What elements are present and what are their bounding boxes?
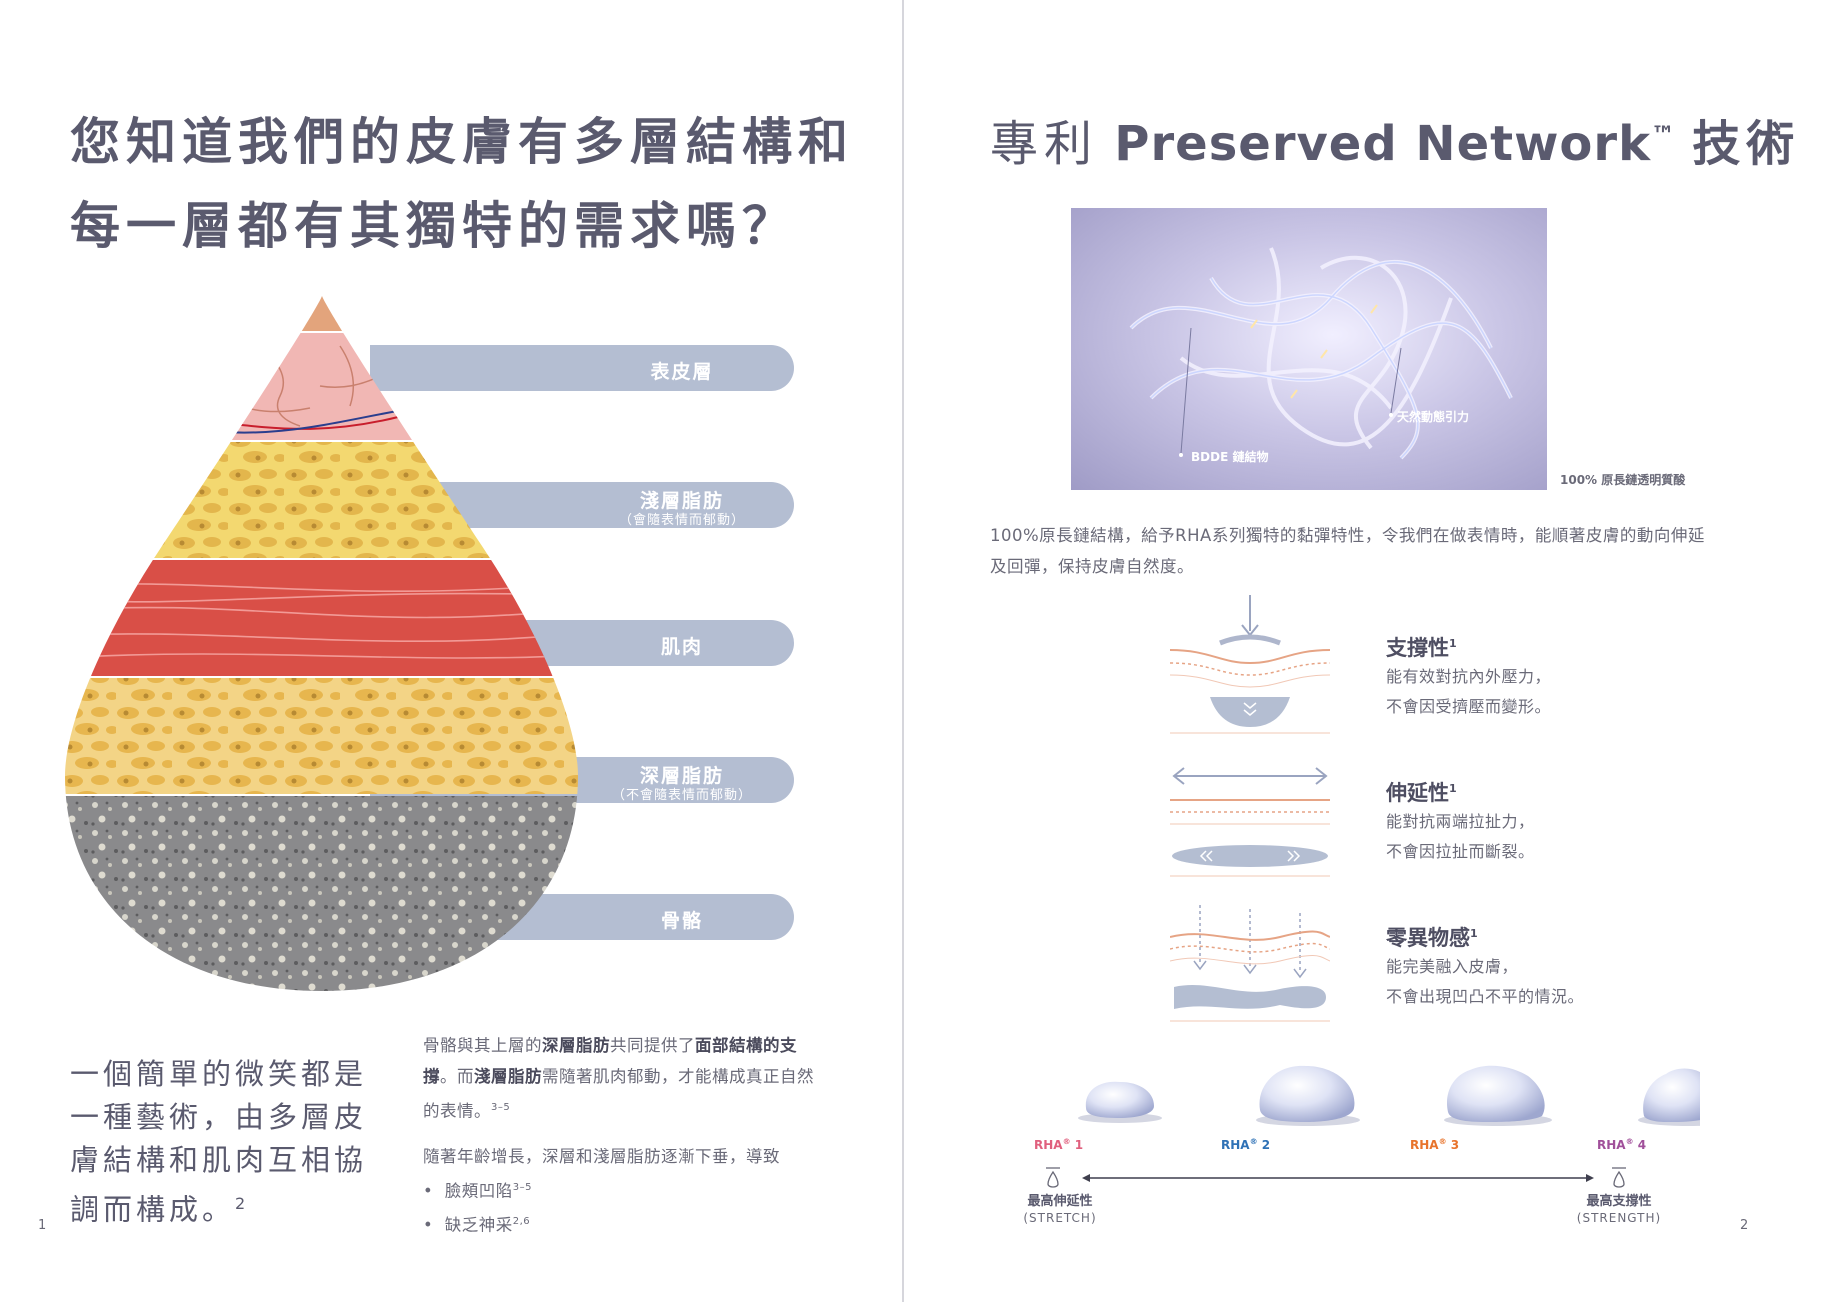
scale-right-label: 最高支撐性 (STRENGTH) [1576, 1194, 1662, 1225]
support-icon [1170, 595, 1330, 734]
title-line-2: 每一層都有其獨特的需求嗎？ [70, 197, 798, 255]
layer-sublabel-deep-fat: （不會隨表情而郁動） [611, 788, 752, 803]
product-label-rha1: RHA® 1 [1034, 1137, 1084, 1152]
layer-label-epidermis: 表皮層 [650, 361, 714, 383]
stretch-strength-scale [1046, 1167, 1626, 1188]
bullet-item: • 臉頰凹陷3–5 [423, 1181, 532, 1200]
title-cn2: 技術 [1692, 116, 1801, 172]
page-number-right: 2 [1740, 1218, 1749, 1233]
smile-quote: 一個簡單的微笑都是一種藝術，由多層皮膚結構和肌肉互相協調而構成。2 [70, 1057, 368, 1227]
trademark: ™ [1650, 121, 1676, 149]
feature-title-seamless: 零異物感1 [1386, 926, 1478, 950]
hyaluronic-network-image: BDDE 鏈結物 天然動態引力 [1071, 208, 1547, 490]
layer-label-superficial-fat: 淺層脂肪 [639, 490, 724, 512]
scale-left-label: 最高伸延性 (STRETCH) [1023, 1194, 1097, 1225]
gel-rha2 [1259, 1065, 1355, 1122]
gel-rha3 [1446, 1065, 1545, 1122]
seamless-icon [1170, 905, 1330, 1022]
layer-label-muscle: 肌肉 [660, 636, 703, 658]
image-caption: 100% 原長鏈透明質酸 [1560, 473, 1686, 487]
left-body-text: 骨骼與其上層的深層脂肪共同提供了面部結構的支撐。而淺層脂肪需隨著肌肉郁動，才能構… [423, 1030, 823, 1241]
title-line-1: 您知道我們的皮膚有多層結構和 [70, 113, 854, 171]
paragraph-aging: 隨著年齡增長，深層和淺層脂肪逐漸下垂，導致 [423, 1146, 780, 1166]
label-bdde: BDDE 鏈結物 [1191, 450, 1269, 464]
label-natural-force: 天然動態引力 [1397, 410, 1470, 424]
gel-rha1 [1085, 1081, 1154, 1118]
feature-desc-support: 能有效對抗內外壓力，不會因受擠壓而變形。 [1386, 667, 1552, 716]
product-label-rha3: RHA® 3 [1410, 1137, 1460, 1152]
title-en: Preserved Network [1114, 116, 1651, 172]
layer-label-bone: 骨骼 [660, 910, 703, 932]
drop-icon [1046, 1167, 1060, 1188]
feature-desc-seamless: 能完美融入皮膚，不會出現凹凸不平的情況。 [1386, 957, 1585, 1006]
feature-title-stretch: 伸延性1 [1386, 781, 1457, 805]
layer-tab-epidermis [370, 345, 794, 391]
layer-label-deep-fat: 深層脂肪 [639, 765, 724, 787]
technology-description: 100%原長鏈結構，給予RHA系列獨特的黏彈特性，令我們在做表情時，能順著皮膚的… [990, 526, 1705, 576]
gel-rha4 [1643, 1068, 1700, 1122]
bullet-item: • 缺乏神采2,6 [423, 1215, 531, 1235]
product-label-rha2: RHA® 2 [1221, 1137, 1271, 1152]
feature-title-support: 支撐性1 [1386, 636, 1457, 660]
gel-samples [1078, 1065, 1700, 1126]
quote-ref: 2 [235, 1194, 250, 1213]
title-cn: 專利 [990, 116, 1099, 172]
page-number-left: 1 [38, 1218, 47, 1233]
stretch-icon [1170, 767, 1330, 877]
paragraph-structure: 骨骼與其上層的深層脂肪共同提供了面部結構的支撐。而淺層脂肪需隨著肌肉郁動，才能構… [423, 1036, 814, 1121]
feature-desc-stretch: 能對抗兩端拉扯力，不會因拉扯而斷裂。 [1386, 812, 1535, 861]
layer-sublabel-superficial-fat: （會隨表情而郁動） [618, 513, 745, 528]
skin-layers-diagram [65, 296, 578, 991]
page-divider [902, 0, 904, 1302]
product-label-rha4: RHA® 4 [1597, 1137, 1647, 1152]
page-title-right: 專利 Preserved Network™ 技術 [990, 104, 1800, 174]
drop-icon [1612, 1167, 1626, 1188]
page-title-left: 您知道我們的皮膚有多層結構和 每一層都有其獨特的需求嗎？ [70, 100, 854, 268]
